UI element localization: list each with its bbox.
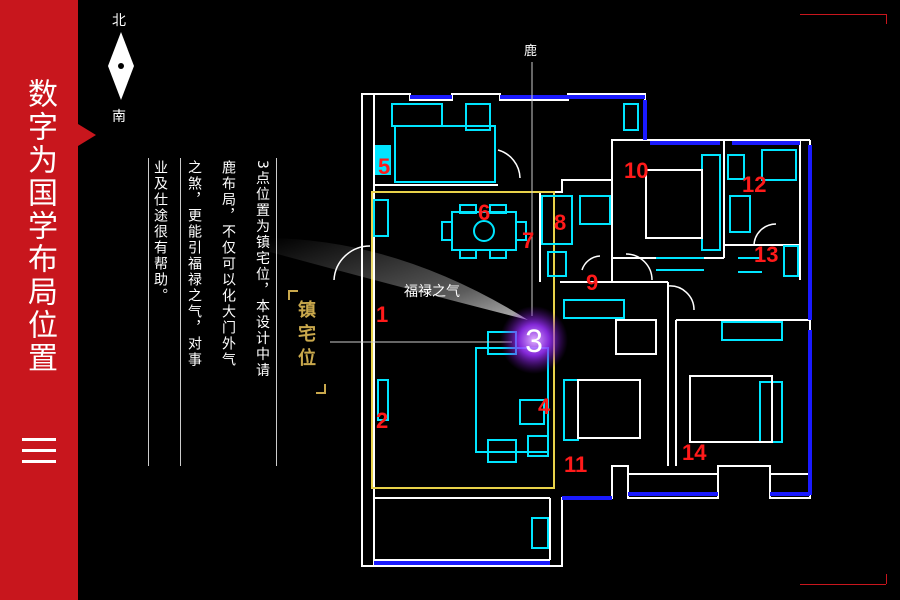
room-number-7: 7 (522, 228, 534, 253)
frame-corner-br (886, 574, 887, 584)
room-number-9: 9 (586, 270, 598, 295)
sidebar: 数字为国学布局位置 (0, 0, 78, 600)
room-number-12: 12 (742, 172, 766, 197)
energy-label: 福禄之气 (404, 284, 460, 300)
room-number-10: 10 (624, 158, 648, 183)
compass-icon (108, 32, 134, 100)
description-col-3: 之煞，更能引福禄之气，对事 (186, 160, 202, 368)
room-number-2: 2 (376, 408, 388, 433)
menu-lines-icon (22, 438, 56, 471)
focus-glow (500, 306, 568, 374)
furniture (373, 103, 799, 549)
divider-line (276, 158, 277, 466)
frame-corner-bl (800, 584, 886, 585)
sidebar-title: 数字为国学布局位置 (22, 78, 57, 375)
energy-beam (270, 238, 528, 320)
deer-label: 鹿 (524, 44, 538, 59)
focus-number: 3 (525, 323, 543, 359)
frame-corner-tl (800, 14, 886, 15)
windows (374, 95, 812, 565)
room-number-11: 11 (564, 452, 587, 477)
sidebar-pointer-icon (78, 124, 96, 146)
beds (577, 169, 773, 443)
room-number-5: 5 (378, 154, 390, 179)
description-col-4: 业及仕途很有帮助。 (152, 160, 168, 304)
divider-line (180, 158, 181, 466)
room-numbers: 1 2 4 5 6 7 8 9 10 11 12 13 14 (376, 154, 778, 477)
compass-north-label: 北 (112, 13, 126, 29)
room-number-6: 6 (478, 200, 490, 225)
exterior-walls (361, 93, 811, 567)
description-col-1: 3点位置为镇宅位，本设计中请 (254, 160, 270, 379)
room-number-8: 8 (554, 210, 566, 235)
zhen-zhai-wei-label: 镇宅位 (295, 300, 316, 372)
room-number-14: 14 (682, 440, 707, 465)
room-number-4: 4 (538, 394, 551, 419)
bracket-top-left (288, 290, 298, 300)
compass-south-label: 南 (112, 109, 126, 125)
bracket-bottom-right (316, 384, 326, 394)
frame-corner-tr (886, 14, 887, 24)
description-col-2: 鹿布局，不仅可以化大门外气 (220, 160, 236, 368)
divider-line (148, 158, 149, 466)
room-number-13: 13 (754, 242, 778, 267)
room-number-1: 1 (376, 302, 388, 327)
